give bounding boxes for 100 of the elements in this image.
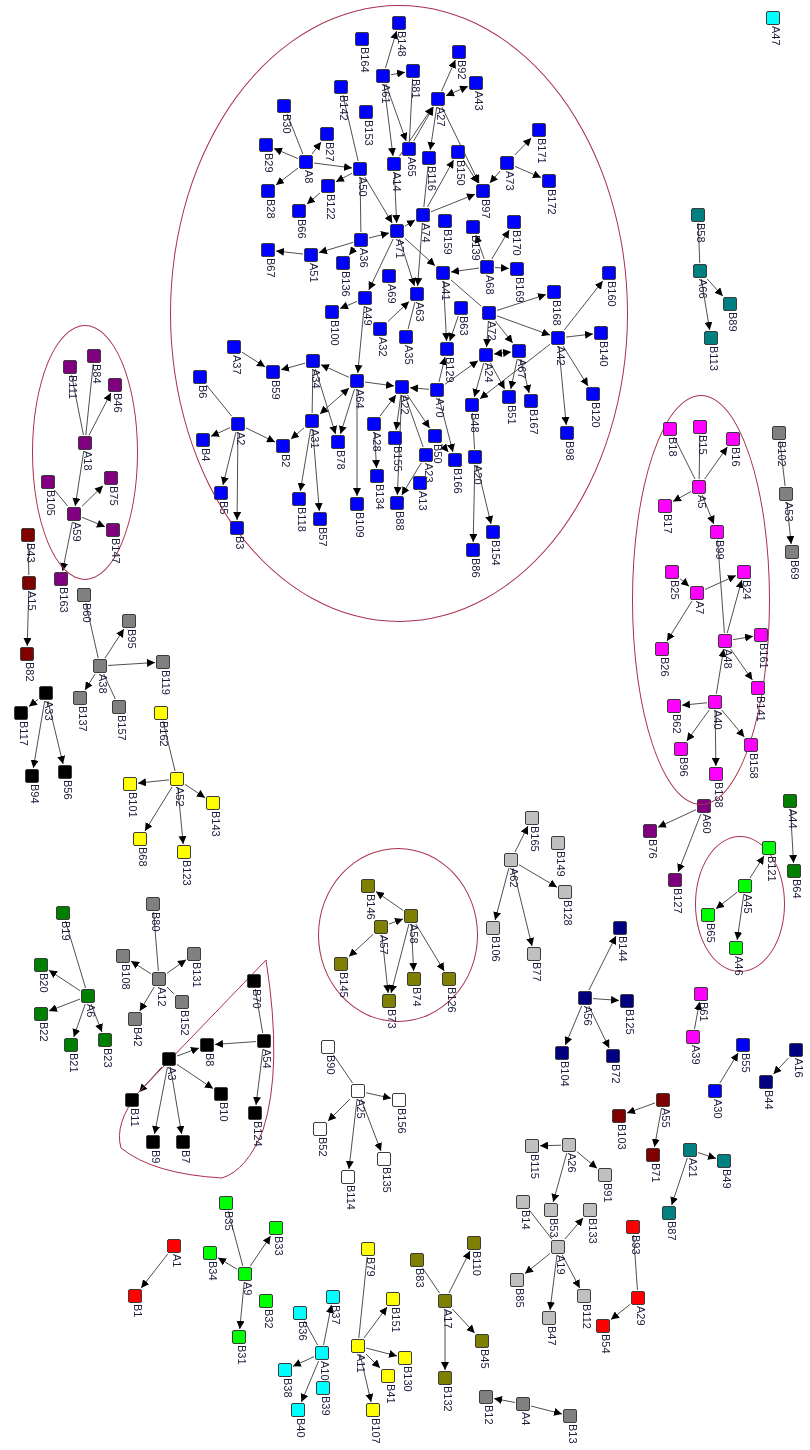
connector-line xyxy=(342,94,359,162)
arrow xyxy=(60,521,73,572)
node-square xyxy=(390,496,404,510)
arrow xyxy=(365,1347,398,1358)
node-square xyxy=(170,772,184,786)
node-label: B15 xyxy=(697,435,709,455)
arrow xyxy=(72,450,85,507)
node-square xyxy=(410,1253,424,1267)
arrow xyxy=(409,384,430,393)
arrow xyxy=(789,808,798,864)
arrow xyxy=(354,305,365,374)
arrow xyxy=(694,1001,702,1030)
node-label: B17 xyxy=(662,514,674,534)
node-label: B143 xyxy=(210,811,222,837)
arrow xyxy=(375,891,404,911)
arrow xyxy=(210,427,231,437)
node-square xyxy=(334,957,348,971)
node-square xyxy=(448,453,462,467)
node-label: A2 xyxy=(235,432,247,446)
node-label: A29 xyxy=(635,1306,647,1326)
connector-line xyxy=(205,384,233,417)
node-square xyxy=(376,69,390,83)
node-label: B64 xyxy=(791,879,803,899)
node-label: B40 xyxy=(295,1418,307,1438)
node-label: B83 xyxy=(414,1268,426,1288)
node-label: B41 xyxy=(385,1384,397,1404)
node-label: A45 xyxy=(742,894,754,914)
node-label: B122 xyxy=(325,194,337,220)
node-label: B142 xyxy=(338,95,350,121)
arrow xyxy=(672,490,692,503)
node-square xyxy=(351,1084,365,1098)
node-label: B106 xyxy=(490,936,502,962)
node-label: B24 xyxy=(741,580,753,600)
arrow xyxy=(444,360,479,385)
node-square xyxy=(350,497,364,511)
arrow xyxy=(512,867,535,947)
node-label: B43 xyxy=(25,543,37,563)
node-label: A26 xyxy=(566,1153,578,1173)
node-label: B22 xyxy=(38,1022,50,1042)
node-label: B165 xyxy=(529,826,541,852)
node-label: B3 xyxy=(234,536,246,550)
node-label: B113 xyxy=(708,346,720,371)
node-square xyxy=(392,16,406,30)
node-square xyxy=(21,528,35,542)
node-square xyxy=(551,331,565,345)
node-square xyxy=(261,243,275,257)
node-label: B103 xyxy=(616,1124,628,1150)
arrow xyxy=(442,280,451,342)
node-square xyxy=(73,691,87,705)
arrow xyxy=(72,1003,86,1038)
node-square xyxy=(692,480,706,494)
node-label: B46 xyxy=(112,393,124,413)
arrow xyxy=(670,1157,688,1206)
node-label: B58 xyxy=(695,223,707,243)
node-square xyxy=(708,1084,722,1098)
node-square xyxy=(693,264,707,278)
connector-line xyxy=(166,986,175,995)
arrow xyxy=(139,986,155,1012)
node-label: B5 xyxy=(218,501,230,515)
connector-line xyxy=(332,1054,354,1084)
node-square xyxy=(321,1040,335,1054)
arrow xyxy=(441,106,480,184)
node-square xyxy=(482,306,496,320)
connector-line xyxy=(162,720,176,772)
node-square xyxy=(454,301,468,315)
node-label: A56 xyxy=(582,1006,594,1026)
arrow xyxy=(626,1102,656,1115)
arrow xyxy=(518,864,558,888)
arrow xyxy=(300,1360,320,1403)
node-label: A15 xyxy=(26,591,38,611)
arrow xyxy=(384,30,399,69)
node-square xyxy=(532,123,546,137)
node-label: A35 xyxy=(403,345,415,365)
connector-line xyxy=(407,301,416,330)
node-square xyxy=(717,1154,731,1168)
node-square xyxy=(668,873,682,887)
arrow xyxy=(651,1107,663,1148)
node-label: A19 xyxy=(555,1255,567,1275)
arrow xyxy=(706,278,724,297)
node-label: B34 xyxy=(207,1261,219,1281)
node-square xyxy=(203,1246,217,1260)
node-label: B26 xyxy=(659,657,671,677)
node-square xyxy=(341,1170,355,1184)
node-square xyxy=(555,1046,569,1060)
node-square xyxy=(316,1381,330,1395)
node-square xyxy=(292,204,306,218)
arrow xyxy=(592,995,620,1004)
node-label: B4 xyxy=(200,448,212,462)
node-label: B100 xyxy=(329,320,341,346)
arrow xyxy=(176,1063,214,1090)
node-label: A36 xyxy=(358,248,370,268)
node-square xyxy=(704,331,718,345)
arrow xyxy=(715,648,727,695)
node-label: B53 xyxy=(548,1218,560,1238)
node-label: B19 xyxy=(60,921,72,941)
arrow xyxy=(176,1046,200,1057)
node-label: B168 xyxy=(551,300,563,326)
node-square xyxy=(525,1139,539,1153)
connector-line xyxy=(697,222,701,264)
arrow xyxy=(393,394,402,431)
